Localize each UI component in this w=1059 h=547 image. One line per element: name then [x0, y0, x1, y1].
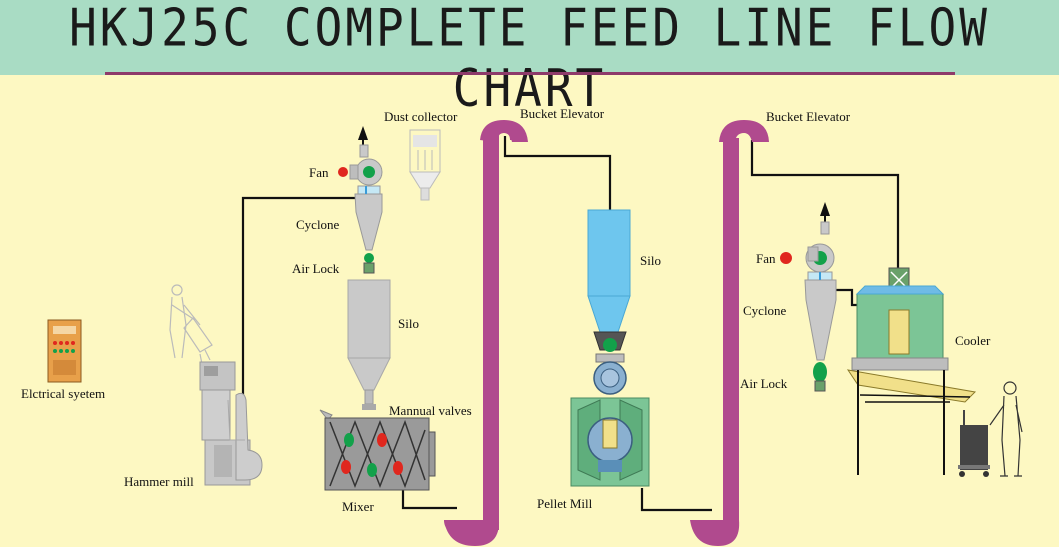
label-pellet-mill: Pellet Mill	[537, 496, 593, 511]
air-lock-2	[813, 362, 827, 392]
label-dust-collector: Dust collector	[384, 109, 458, 124]
worker-figure-left	[169, 284, 213, 365]
dust-collector	[409, 129, 441, 201]
label-manual-valves: Mannual valves	[389, 403, 472, 418]
silo-1	[347, 279, 391, 410]
label-hammer-mill: Hammer mill	[124, 474, 194, 489]
cyclone-1	[354, 185, 383, 251]
mixer	[319, 409, 436, 491]
silo-2	[587, 209, 631, 333]
label-cooler: Cooler	[955, 333, 991, 348]
worker-figure-right	[958, 381, 1023, 477]
air-lock-1	[363, 253, 375, 274]
bucket-elevator-1	[444, 120, 528, 546]
pipe-elevator1-to-silo	[503, 136, 612, 210]
label-cyclone-2: Cyclone	[743, 303, 787, 318]
pellet-mill	[570, 331, 650, 487]
pipe-mixer-to-elevator1	[401, 485, 457, 510]
label-bucket-elevator-1: Bucket Elevator	[520, 106, 605, 121]
hammer-mill	[199, 361, 263, 486]
fan-1-indicator	[338, 167, 348, 177]
pipe-pelletmill-to-elevator2	[640, 488, 712, 512]
electrical-cabinet	[47, 319, 82, 383]
title-bar	[0, 0, 1059, 75]
pipe-hammer-to-cyclone	[241, 196, 360, 400]
label-fan-2: Fan	[756, 251, 776, 266]
page-title: HKJ25C COMPLETE FEED LINE FLOW CHART	[69, 0, 990, 119]
fan-2	[805, 202, 835, 273]
cooler	[846, 267, 977, 475]
label-cyclone-1: Cyclone	[296, 217, 340, 232]
label-air-lock-1: Air Lock	[292, 261, 340, 276]
label-air-lock-2: Air Lock	[740, 376, 788, 391]
label-silo-2: Silo	[640, 253, 661, 268]
pipes	[241, 136, 900, 512]
label-electrical-system: Elctrical syetem	[21, 386, 106, 401]
label-mixer: Mixer	[342, 499, 374, 514]
cyclone-2	[804, 271, 837, 361]
title-underline	[105, 72, 955, 75]
bucket-elevator-2	[690, 120, 769, 546]
fan-1	[349, 126, 383, 186]
pipe-elevator2-to-cooler	[750, 140, 900, 270]
label-fan-1: Fan	[309, 165, 329, 180]
label-silo-1: Silo	[398, 316, 419, 331]
fan-2-indicator	[780, 252, 792, 264]
label-bucket-elevator-2: Bucket Elevator	[766, 109, 851, 124]
